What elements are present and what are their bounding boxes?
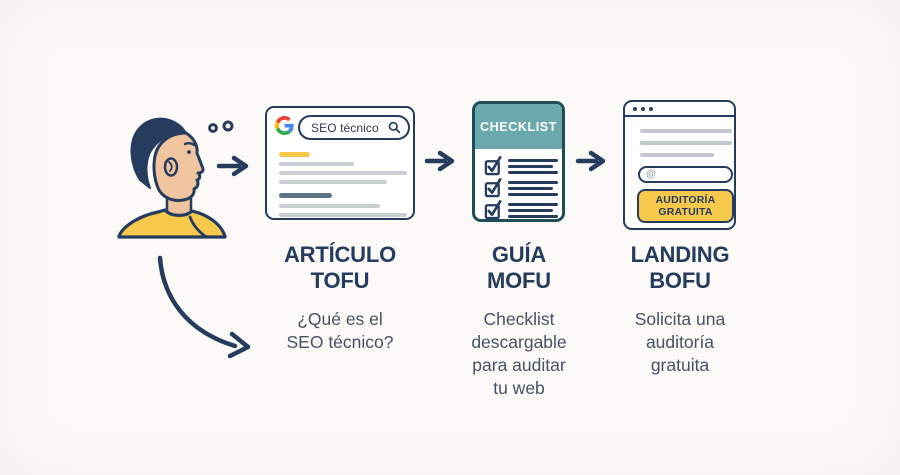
person-eyebrow xyxy=(183,142,196,147)
landing-text-line xyxy=(640,141,732,145)
checklist-item xyxy=(484,155,558,177)
step-bofu: LANDING BOFU Solicita una auditoría grat… xyxy=(606,242,754,377)
person-eye xyxy=(187,150,191,154)
checkbox-checked-icon xyxy=(484,200,502,219)
arrow-checklist-to-landing-icon xyxy=(575,150,606,172)
landing-text-line xyxy=(640,153,714,157)
checklist-item-lines xyxy=(508,177,558,199)
step-subtitle: Solicita una auditoría gratuita xyxy=(634,308,726,375)
search-query-text: SEO técnico xyxy=(311,120,379,135)
cta-button-label: AUDITORÍA GRATUITA xyxy=(655,193,716,218)
step-tofu: ARTÍCULO TOFU ¿Qué es el SEO técnico? xyxy=(265,242,415,354)
result-line xyxy=(279,162,354,166)
checklist-header: CHECKLIST xyxy=(475,104,562,149)
checklist-item-lines xyxy=(508,199,558,219)
browser-bar xyxy=(625,102,734,117)
checklist-card: CHECKLIST xyxy=(472,101,565,222)
browser-dot-icon xyxy=(641,106,645,111)
arrow-person-to-search-icon xyxy=(216,155,249,177)
step-subtitle: Checklist descargable para auditar tu we… xyxy=(471,308,567,398)
result-heading-line xyxy=(279,193,332,198)
result-line xyxy=(279,213,407,217)
person-illustration xyxy=(117,117,227,239)
person-hair xyxy=(130,117,187,189)
checkbox-checked-icon xyxy=(484,178,502,198)
step-title: GUÍA MOFU xyxy=(487,242,551,294)
result-line xyxy=(279,171,407,175)
google-g-icon xyxy=(275,116,294,135)
thought-dots-icon xyxy=(208,120,234,133)
landing-page-card: @ AUDITORÍA GRATUITA xyxy=(623,100,736,230)
search-result-card: SEO técnico xyxy=(265,106,415,220)
browser-dot-icon xyxy=(633,106,637,111)
person-ear-inner xyxy=(168,161,173,172)
checklist-body xyxy=(475,149,562,219)
result-line xyxy=(279,204,380,208)
result-highlight-line xyxy=(279,152,310,157)
person-shirt-seam xyxy=(188,215,207,238)
checklist-header-label: CHECKLIST xyxy=(480,119,557,134)
step-mofu: GUÍA MOFU Checklist descargable para aud… xyxy=(449,242,589,399)
search-icon xyxy=(388,121,401,134)
browser-dot-icon xyxy=(649,106,653,111)
checklist-item xyxy=(484,199,558,219)
cta-button: AUDITORÍA GRATUITA xyxy=(637,189,734,223)
at-sign: @ xyxy=(646,169,657,180)
checkbox-checked-icon xyxy=(484,156,502,176)
step-subtitle: ¿Qué es el SEO técnico? xyxy=(286,308,394,352)
email-input: @ xyxy=(638,166,733,183)
arrow-search-to-checklist-icon xyxy=(424,150,455,172)
result-line xyxy=(279,180,387,184)
step-title: LANDING BOFU xyxy=(630,242,730,294)
checklist-item-lines xyxy=(508,155,558,177)
step-title: ARTÍCULO TOFU xyxy=(283,242,397,294)
search-input: SEO técnico xyxy=(298,115,410,140)
person-face xyxy=(152,131,205,202)
curved-arrow-icon xyxy=(157,255,251,359)
checklist-item xyxy=(484,177,558,199)
person-shirt xyxy=(117,208,227,239)
landing-text-line xyxy=(640,129,732,133)
